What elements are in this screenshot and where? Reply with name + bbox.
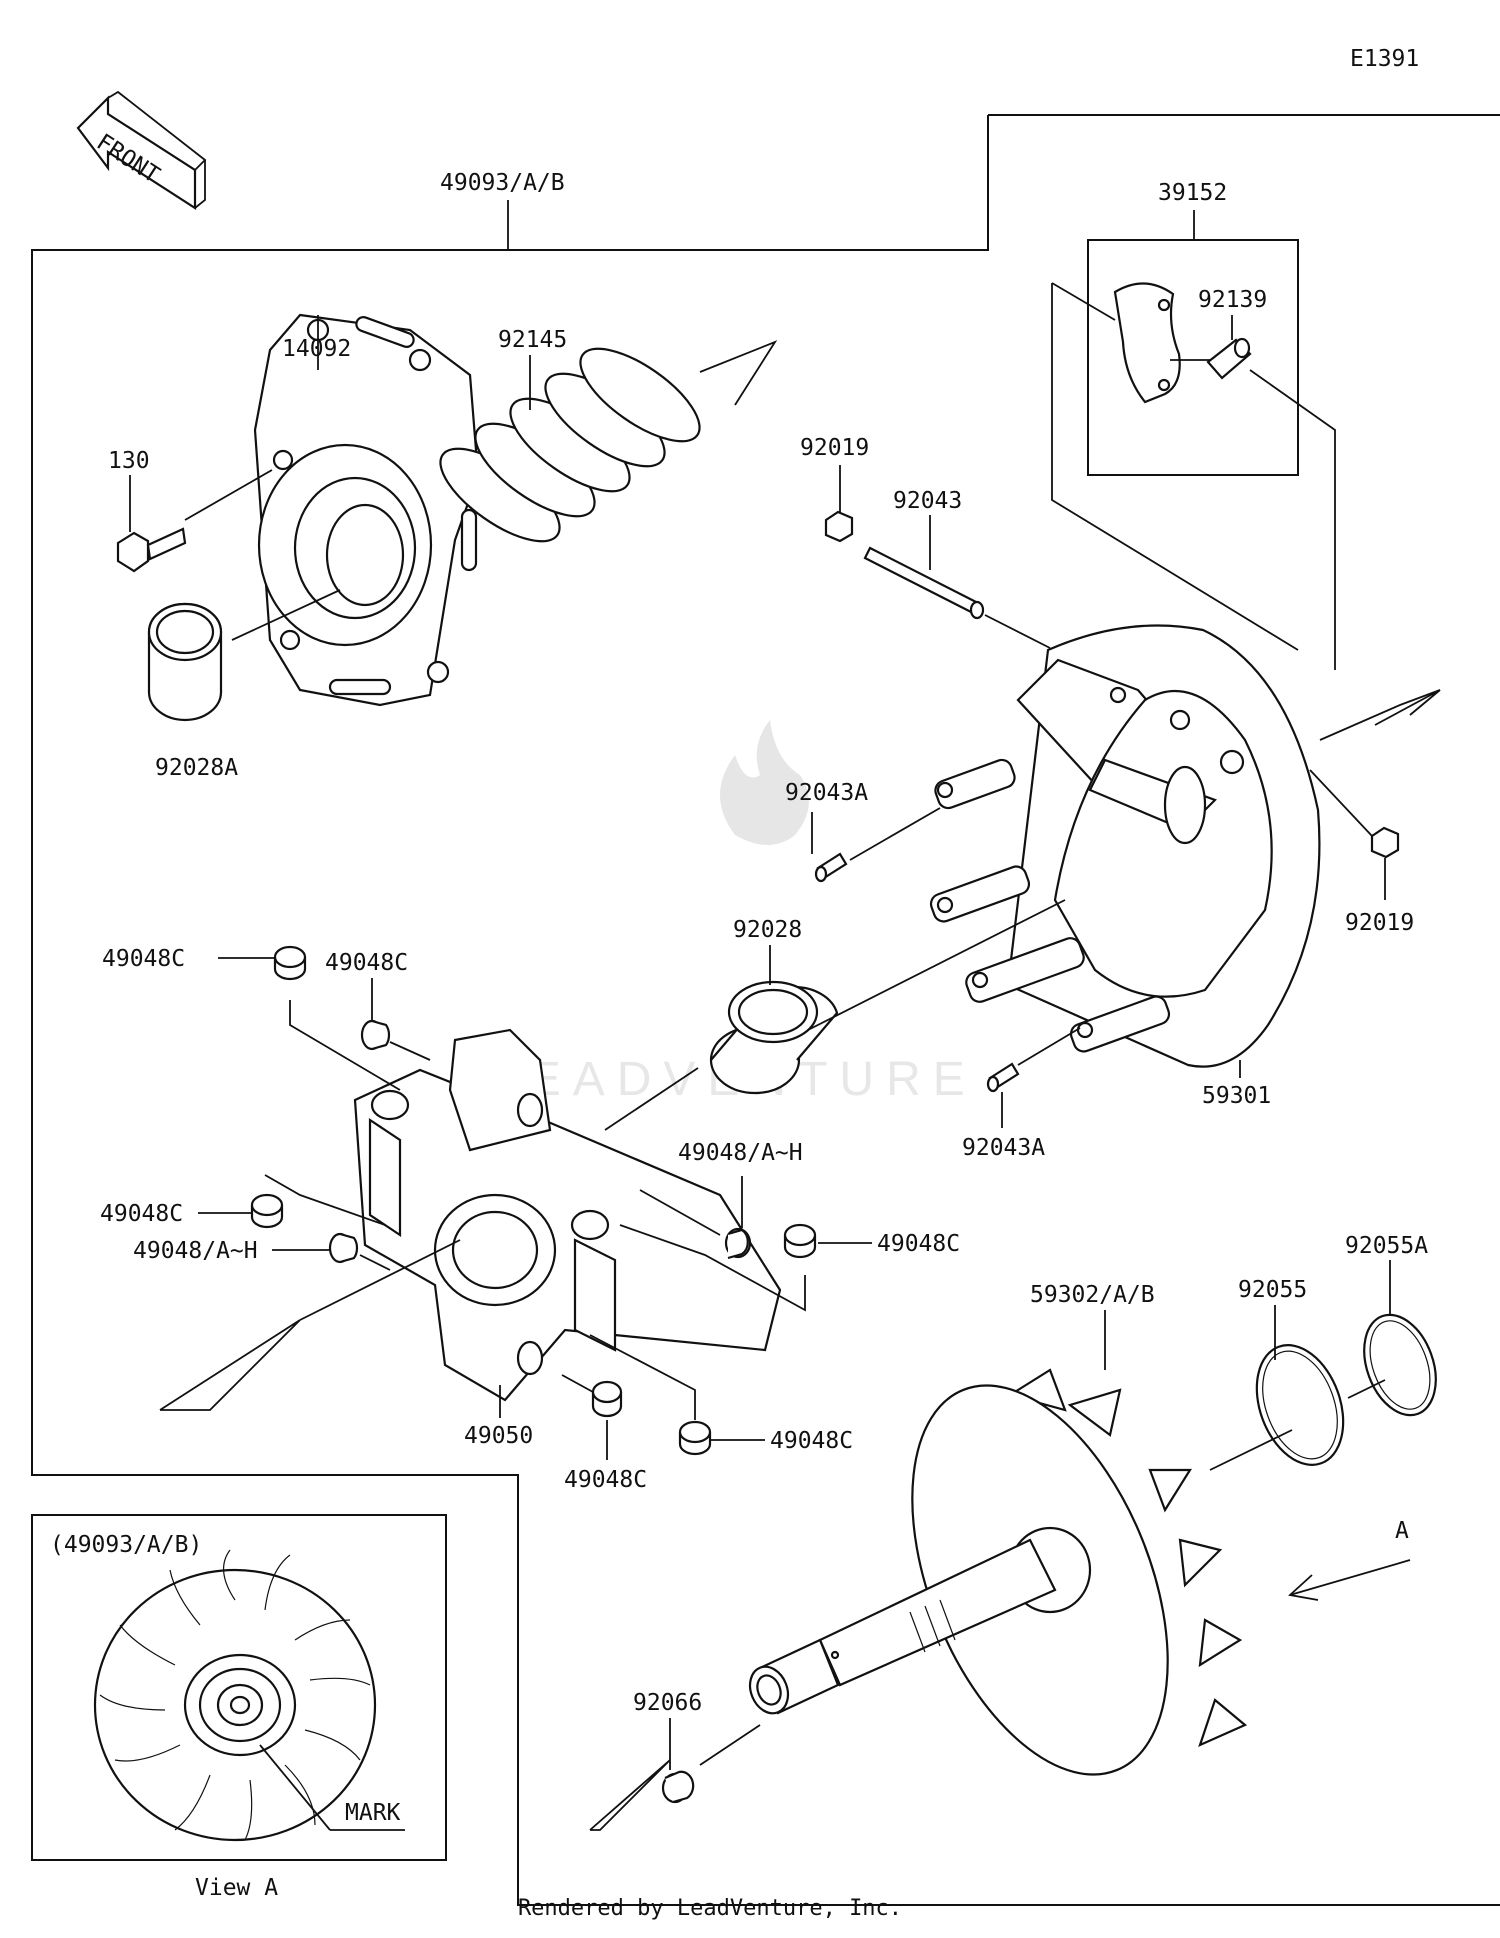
label-49048C-1: 49048C: [102, 946, 185, 972]
label-49048C-3: 49048C: [100, 1201, 183, 1227]
label-92019-top: 92019: [800, 435, 869, 461]
label-49050: 49050: [464, 1423, 533, 1449]
label-92028: 92028: [733, 917, 802, 943]
label-92043A-top: 92043A: [785, 780, 868, 806]
cam-weight: [1113, 282, 1181, 404]
spring-92145: [439, 347, 701, 543]
spider-49050: [353, 1028, 782, 1402]
label-59301: 59301: [1202, 1083, 1271, 1109]
bushing-92028: [709, 980, 839, 1095]
inset-title: (49093/A/B): [50, 1532, 202, 1558]
view-a-inset-box: [31, 1514, 447, 1861]
label-92145: 92145: [498, 327, 567, 353]
label-49048C-6: 49048C: [770, 1428, 853, 1454]
roller-49048C-5: [591, 1380, 623, 1418]
cover-plate-14092: [253, 313, 480, 707]
inset-caption: View A: [195, 1875, 278, 1901]
label-49048C-2: 49048C: [325, 950, 408, 976]
pin-92043A-bottom: [986, 1062, 1020, 1093]
shaft-92043: [863, 546, 985, 620]
label-92043A-bottom: 92043A: [962, 1135, 1045, 1161]
label-14092: 14092: [282, 336, 351, 362]
front-arrow-icon: FRONT: [76, 90, 207, 211]
roller-49048C-2: [360, 1019, 391, 1051]
label-49093: 49093/A/B: [440, 170, 565, 196]
footer-text: Rendered by LeadVenture, Inc.: [517, 1896, 903, 1921]
label-92139: 92139: [1198, 287, 1267, 313]
label-39152: 39152: [1158, 180, 1227, 206]
movable-sheave-59301: [929, 624, 1321, 1068]
label-130: 130: [108, 448, 150, 474]
label-92055: 92055: [1238, 1277, 1307, 1303]
label-49048C-5: 49048C: [564, 1467, 647, 1493]
view-arrow-a: [1288, 1559, 1411, 1601]
roller-49048C-1: [273, 945, 307, 981]
label-92066: 92066: [633, 1690, 702, 1716]
label-92055A: 92055A: [1345, 1233, 1428, 1259]
diagram-id: E1391: [1350, 46, 1419, 72]
roller-49048C-6: [678, 1420, 712, 1456]
label-92019-right: 92019: [1345, 910, 1414, 936]
cap-92066: [661, 1770, 695, 1804]
inset-mark-label: MARK: [345, 1800, 401, 1826]
nut-92019-top: [824, 510, 854, 543]
label-49048AH-1: 49048/A~H: [133, 1238, 258, 1264]
roller-49048C-4: [783, 1223, 817, 1259]
kit-39152-box: [1087, 239, 1299, 476]
roller-49048C-3: [250, 1193, 284, 1229]
label-49048C-4: 49048C: [877, 1231, 960, 1257]
bushing-92028A: [147, 602, 223, 722]
bolt-130: [116, 527, 187, 573]
label-92043: 92043: [893, 488, 962, 514]
pin-92043A-top: [814, 852, 848, 883]
view-a-sheave-face: [93, 1549, 377, 1842]
label-view-a: A: [1395, 1518, 1409, 1544]
nut-92019-right: [1370, 826, 1400, 859]
fixed-sheave-59302: [748, 1368, 1248, 1776]
ring-92055: [1255, 1344, 1345, 1466]
label-92028A: 92028A: [155, 755, 238, 781]
assembly-outline: [31, 114, 1500, 1906]
roller-49048AH-2: [724, 1227, 752, 1260]
ring-92055A: [1363, 1313, 1437, 1417]
roller-49048AH-1: [328, 1232, 359, 1264]
pin-92139: [1206, 337, 1252, 380]
label-49048AH-2: 49048/A~H: [678, 1140, 803, 1166]
label-59302: 59302/A/B: [1030, 1282, 1155, 1308]
footer-credit: Rendered by LeadVenture, Inc.: [0, 1896, 1500, 1921]
